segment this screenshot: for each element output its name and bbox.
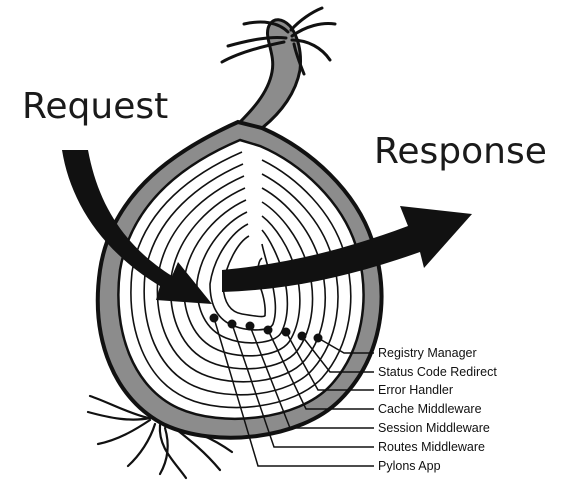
response-label: Response — [374, 131, 547, 172]
layer-dot — [313, 333, 323, 343]
layer-leader-line — [249, 325, 374, 429]
layer-dot — [263, 325, 273, 335]
layer-leader-line — [231, 323, 374, 448]
layer-label: Error Handler — [378, 383, 453, 397]
layer-leader-line — [317, 337, 374, 354]
layer-label: Routes Middleware — [378, 440, 485, 454]
layer-callouts: Registry Manager Status Code Redirect Er… — [209, 313, 497, 473]
response-arrow — [222, 206, 472, 292]
layer-label: Session Middleware — [378, 421, 490, 435]
layer-dot — [209, 313, 219, 323]
request-label: Request — [22, 86, 168, 127]
layer-leader-line — [213, 317, 374, 467]
layer-label: Pylons App — [378, 459, 441, 473]
layer-label: Status Code Redirect — [378, 365, 497, 379]
layer-leader-line — [301, 335, 374, 373]
layer-label: Registry Manager — [378, 346, 477, 360]
layer-leader-line — [285, 331, 374, 391]
onion-stem — [220, 6, 337, 130]
layer-label: Cache Middleware — [378, 402, 482, 416]
request-arrow — [62, 150, 212, 304]
layer-leader-line — [267, 329, 374, 410]
layer-dot — [281, 327, 291, 337]
layer-dot — [297, 331, 307, 341]
layer-dot — [227, 319, 237, 329]
layer-dot — [245, 321, 255, 331]
